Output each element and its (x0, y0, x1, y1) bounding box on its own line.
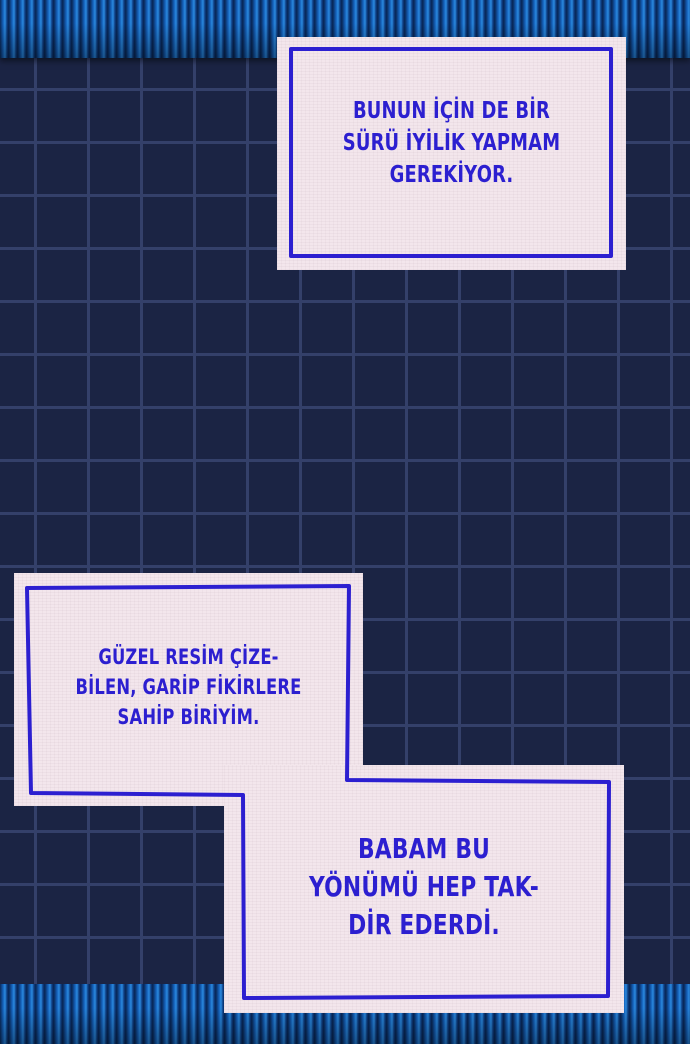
caption-text-middle: GÜZEL RESİM ÇİZE- BİLEN, GARİP FİKİRLERE… (75, 645, 302, 729)
caption-box-top (277, 37, 626, 270)
caption-text-top: BUNUN İÇİN DE BİR SÜRÜ İYİLİK YAPMAM GER… (342, 98, 561, 188)
caption-text-bottom: BABAM BU YÖNÜMÜ HEP TAK- DİR EDERDİ. (308, 832, 540, 941)
caption-frame-top (289, 47, 613, 258)
